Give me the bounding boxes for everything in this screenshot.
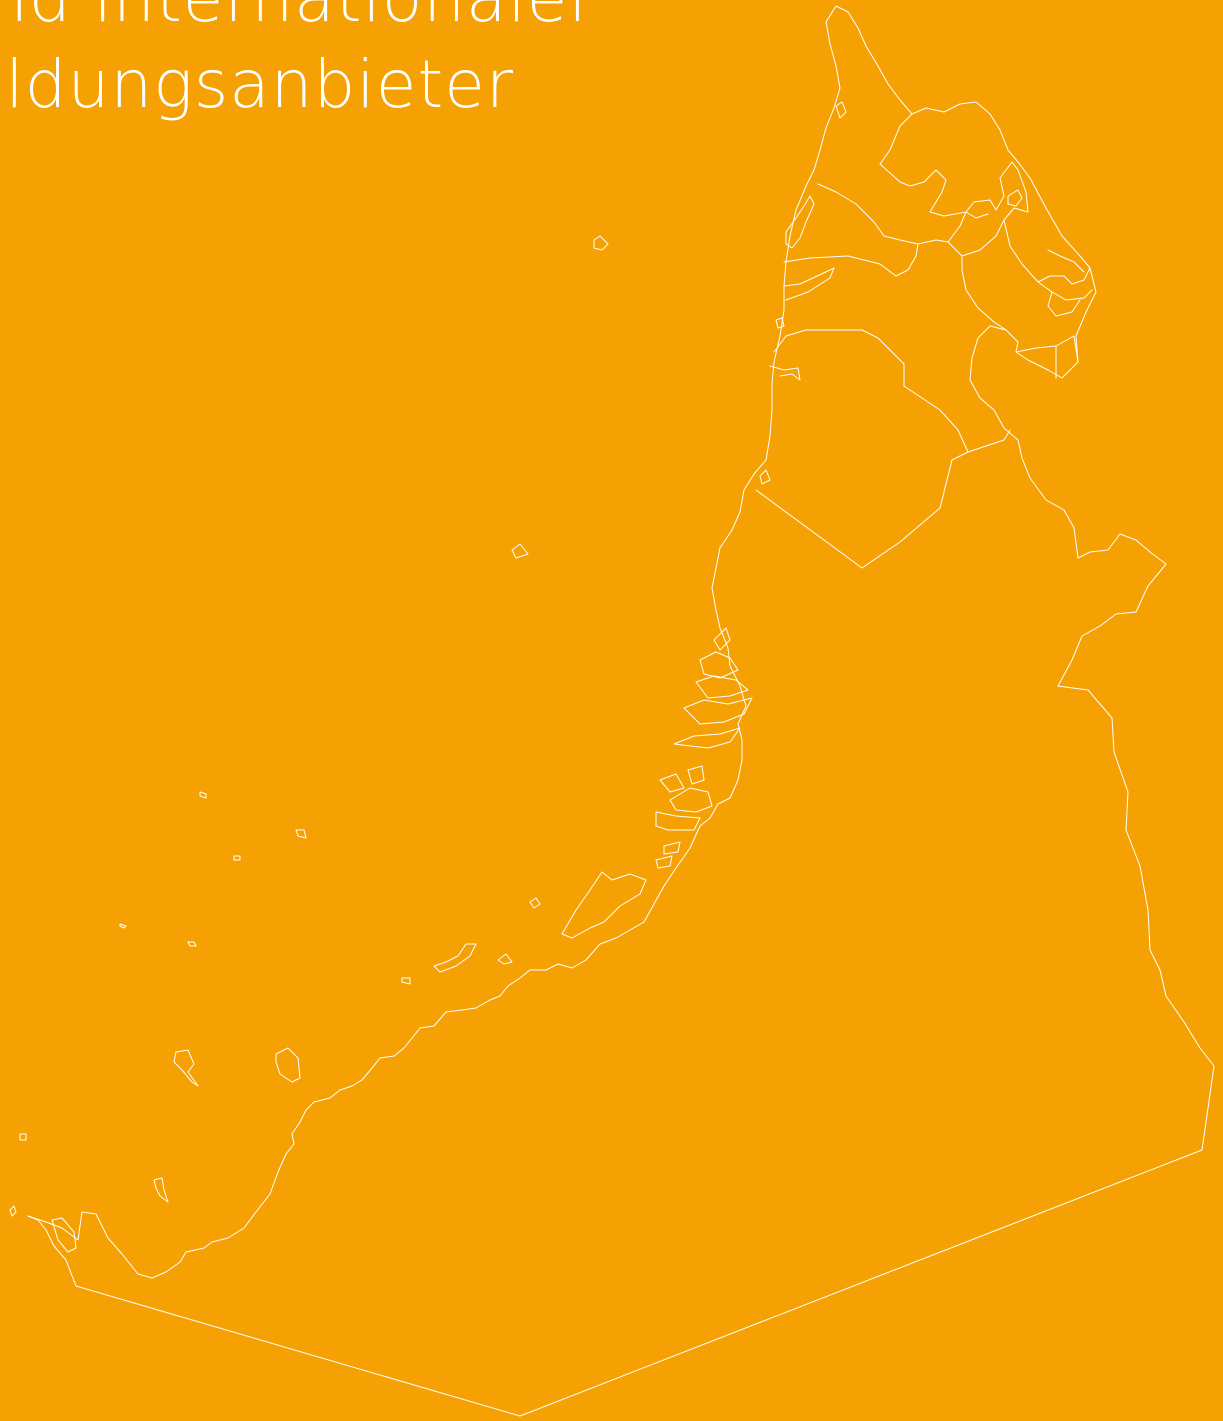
- border-13: [1037, 267, 1091, 285]
- lagoon-small: [759, 469, 771, 485]
- islet-3: [199, 791, 207, 799]
- islet-17: [51, 1217, 77, 1253]
- delta-island-6: [687, 765, 705, 785]
- delta-island-3: [683, 697, 753, 725]
- islet-14: [19, 1133, 27, 1141]
- map-outline: [27, 5, 1215, 1417]
- headline-line-1: nd internationaler: [0, 0, 597, 42]
- border-8: [879, 113, 913, 165]
- delta-island-4: [673, 727, 741, 749]
- border-9: [947, 241, 1007, 331]
- islet-7: [187, 941, 197, 947]
- islet-11: [433, 943, 477, 973]
- border-17: [1015, 345, 1057, 353]
- islet-5: [233, 855, 241, 861]
- islet-9: [497, 953, 513, 965]
- island-large-south: [561, 871, 647, 939]
- lagoon-west: [785, 195, 815, 249]
- islet-2: [511, 543, 529, 559]
- delta-island-7: [659, 773, 685, 793]
- islet-6: [119, 923, 127, 929]
- islet-12: [173, 1049, 199, 1087]
- delta-island-9: [655, 811, 701, 831]
- border-15: [1055, 335, 1079, 363]
- lake-north: [1007, 189, 1023, 207]
- border-1: [755, 451, 969, 569]
- lagoon-inlet: [769, 365, 801, 381]
- delta-island-11: [655, 855, 673, 869]
- border-6: [917, 161, 1013, 245]
- border-5: [783, 183, 919, 277]
- headline: nd internationaler ildungsanbieter: [0, 0, 597, 128]
- delta-island-8: [669, 787, 713, 813]
- islet-15: [153, 1177, 169, 1203]
- islet-8: [529, 897, 541, 909]
- islet-19: [835, 101, 847, 119]
- headline-line-2: ildungsanbieter: [0, 46, 514, 123]
- delta-island-10: [663, 841, 681, 855]
- border-14: [1047, 249, 1085, 273]
- islet-1: [593, 235, 609, 251]
- islet-18: [775, 317, 785, 329]
- border-11: [1003, 219, 1093, 301]
- delta-island-1: [699, 651, 739, 679]
- border-2: [967, 429, 1011, 453]
- delta-island-5: [713, 627, 731, 651]
- delta-island-2: [695, 675, 749, 699]
- islet-16: [9, 1205, 17, 1217]
- border-3: [773, 329, 969, 453]
- border-4: [783, 267, 835, 301]
- islet-13: [275, 1047, 301, 1083]
- coastline-south: [27, 5, 841, 1279]
- border-7: [879, 163, 967, 217]
- islet-4: [295, 829, 307, 839]
- border-12: [1047, 291, 1081, 317]
- islet-10: [401, 977, 411, 985]
- border-10: [961, 161, 1029, 257]
- border-18: [965, 211, 989, 219]
